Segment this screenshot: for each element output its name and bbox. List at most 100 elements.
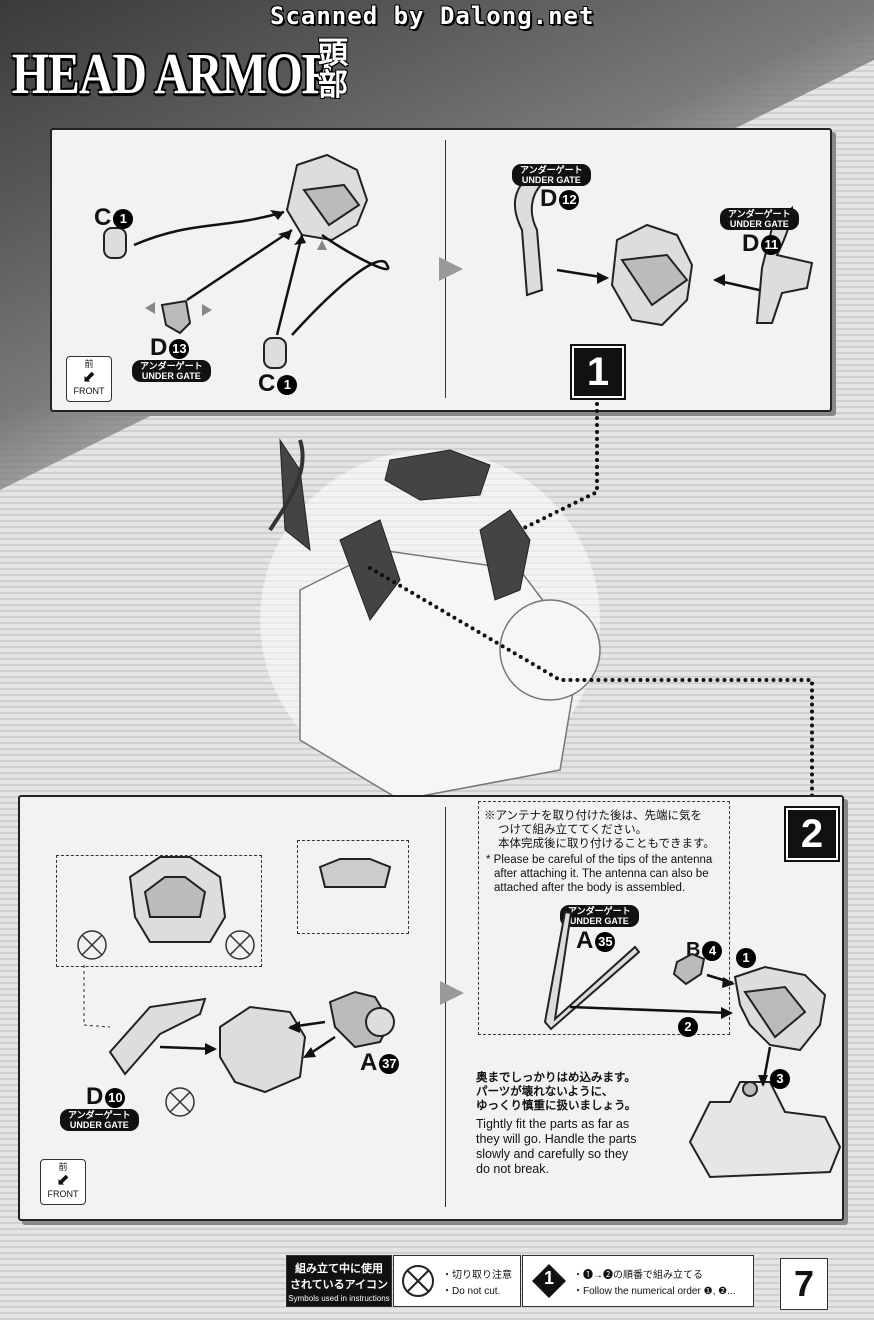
legend-nocut-jp: ・切り取り注意 xyxy=(442,1270,512,1281)
part-letter: A xyxy=(576,927,594,954)
head-parts-illustration xyxy=(103,153,390,369)
note-line: ※アンテナを取り付けた後は、先端に気を xyxy=(484,810,703,822)
fit-note-en: Tightly fit the parts as far as they wil… xyxy=(476,1117,637,1177)
legend-order-en: ・Follow the numerical order ❶, ❷... xyxy=(573,1286,736,1297)
part-number: 11 xyxy=(761,234,782,255)
legend-nocut-en: ・Do not cut. xyxy=(442,1286,501,1297)
under-gate-jp: アンダーゲート xyxy=(520,165,583,175)
page-title: HEAD ARMOR xyxy=(12,41,336,106)
front-label-en: FRONT xyxy=(73,386,105,396)
part-letter: D xyxy=(86,1083,104,1110)
order-1-marker: 1 xyxy=(734,948,756,968)
note-line: 奥までしっかりはめ込みます。 xyxy=(476,1072,636,1084)
step-2-badge: 2 xyxy=(784,806,840,862)
front-arrow-icon: ⬋ xyxy=(56,1172,70,1189)
front-label-jp: 前 xyxy=(58,1162,68,1172)
part-letter: D xyxy=(540,185,558,212)
page-number: 7 xyxy=(780,1258,828,1310)
part-number: 13 xyxy=(169,338,190,359)
panel-divider xyxy=(445,807,446,1207)
part-number: 35 xyxy=(595,931,616,952)
legend-title-en: Symbols used in instructions xyxy=(288,1294,390,1303)
note-line: * Please be careful of the tips of the a… xyxy=(486,854,713,866)
front-indicator: 前 ⬋ FRONT xyxy=(40,1159,86,1205)
part-letter: D xyxy=(742,230,760,257)
step-arrow-icon xyxy=(440,981,464,1005)
order-number: 3 xyxy=(770,1069,790,1089)
under-gate-en: UNDER GATE xyxy=(569,916,629,926)
antenna-illustration xyxy=(543,910,842,1179)
legend-title-box: 組み立て中に使用 されているアイコン Symbols used in instr… xyxy=(286,1255,392,1307)
front-indicator: 前 ⬋ FRONT xyxy=(66,356,112,402)
part-number: 37 xyxy=(379,1053,400,1074)
part-letter: C xyxy=(94,204,112,231)
order-diamond-icon xyxy=(532,1264,566,1298)
under-gate-en: UNDER GATE xyxy=(69,1120,129,1130)
under-gate-en: UNDER GATE xyxy=(521,175,581,185)
order-3-marker: 3 xyxy=(768,1069,790,1089)
note-line: they will go. Handle the parts xyxy=(476,1132,637,1146)
head-photo xyxy=(260,438,601,801)
antenna-note-jp: ※アンテナを取り付けた後は、先端に気を つけて組み立ててください。 本体完成後に… xyxy=(484,809,715,851)
step2-left-illustration xyxy=(77,856,395,1117)
step-arrow-icon xyxy=(439,257,463,281)
under-gate-jp: アンダーゲート xyxy=(728,209,791,219)
part-number: 12 xyxy=(559,189,580,210)
part-number: 4 xyxy=(702,940,723,961)
note-line: 本体完成後に取り付けることもできます。 xyxy=(498,838,715,850)
fit-note-jp: 奥までしっかりはめ込みます。 パーツが壊れないように、 ゆっくり慎重に扱いましょ… xyxy=(476,1071,636,1113)
under-gate-jp: アンダーゲート xyxy=(140,361,203,371)
order-diamond-number: 1 xyxy=(543,1268,554,1288)
order-number: 1 xyxy=(736,948,756,968)
front-arrow-icon: ⬋ xyxy=(82,369,96,386)
front-label-jp: 前 xyxy=(84,359,94,369)
page-title-jp: 頭部 xyxy=(318,36,348,103)
under-gate-en: UNDER GATE xyxy=(141,371,201,381)
legend-order-jp: ・❶→❷の順番で組み立てる xyxy=(573,1270,703,1281)
scan-banner: Scanned by Dalong.net xyxy=(270,2,595,30)
step-1-badge: 1 xyxy=(570,344,626,400)
part-number: 1 xyxy=(113,208,134,229)
note-line: after attaching it. The antenna can also… xyxy=(494,868,709,880)
note-line: slowly and carefully so they xyxy=(476,1147,629,1161)
legend-title-jp: 組み立て中に使用 xyxy=(295,1263,383,1275)
note-line: パーツが壊れないように、 xyxy=(476,1086,614,1098)
part-number: 1 xyxy=(277,374,298,395)
note-line: do not break. xyxy=(476,1162,549,1176)
part-letter: A xyxy=(360,1049,378,1076)
note-line: Tightly fit the parts as far as xyxy=(476,1117,630,1131)
order-number: 2 xyxy=(678,1017,698,1037)
under-gate-en: UNDER GATE xyxy=(729,219,789,229)
antenna-note-en: * Please be careful of the tips of the a… xyxy=(486,853,712,895)
part-number: 10 xyxy=(105,1087,126,1108)
note-line: attached after the body is assembled. xyxy=(494,882,686,894)
legend-title-jp: されているアイコン xyxy=(289,1279,389,1291)
antenna-note-box xyxy=(478,801,730,1035)
detail-box-part xyxy=(297,840,409,934)
legend-order: 1 ・❶→❷の順番で組み立てる ・Follow the numerical or… xyxy=(522,1255,754,1307)
part-letter: C xyxy=(258,370,276,397)
front-label-en: FRONT xyxy=(47,1189,79,1199)
part-letter: D xyxy=(150,334,168,361)
scissors-no-cut-icon xyxy=(402,1265,434,1297)
note-line: つけて組み立ててください。 xyxy=(498,824,648,836)
note-line: ゆっくり慎重に扱いましょう。 xyxy=(476,1100,637,1112)
under-gate-jp: アンダーゲート xyxy=(568,906,631,916)
detail-box-visor xyxy=(56,855,262,967)
order-2-marker: 2 xyxy=(676,1017,698,1037)
